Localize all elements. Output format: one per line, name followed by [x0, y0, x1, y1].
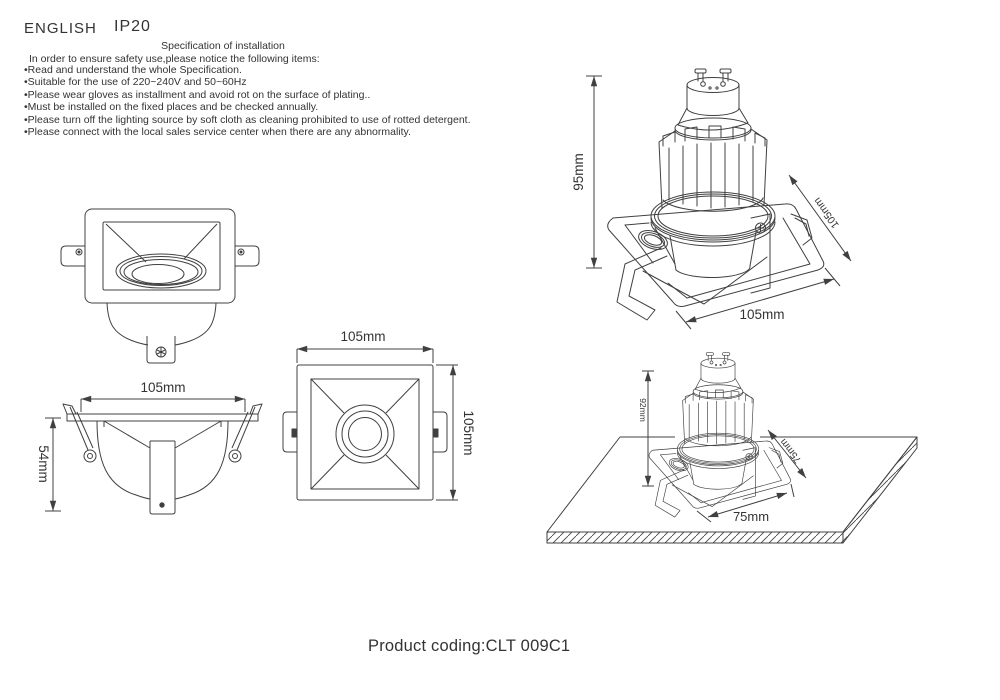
instruction-item: •Read and understand the whole Specifica…: [24, 64, 242, 76]
dimension-side-height: 54mm: [36, 445, 51, 483]
instruction-item: •Suitable for the use of 220~240V and 50…: [24, 76, 247, 89]
drawing-front-view: [60, 208, 260, 364]
instruction-item: •Please turn off the lighting source by …: [24, 113, 471, 126]
dimension-mounted-width: 75mm: [733, 509, 769, 524]
dimension-iso-height: 95mm: [571, 153, 586, 191]
product-coding: Product coding:CLT 009C1: [368, 637, 571, 655]
dimension-mounted-height: 92mm: [638, 398, 648, 422]
header-language: ENGLISH: [24, 20, 97, 37]
drawing-mounted-view: 92mm 75mm 75mm: [546, 352, 918, 544]
instruction-item: •Must be installed on the fixed places a…: [24, 101, 319, 114]
instruction-item: •Please wear gloves as installment and a…: [24, 88, 371, 101]
spec-intro: In order to ensure safety use,please not…: [29, 53, 320, 65]
instruction-list: •Read and understand the whole Specifica…: [24, 64, 471, 138]
spec-title: Specification of installation: [161, 40, 285, 52]
dimension-iso-width: 105mm: [739, 307, 784, 322]
dimension-top-width: 105mm: [340, 329, 385, 344]
drawing-top-view: 105mm 105mm: [282, 329, 476, 501]
dimension-side-width: 105mm: [140, 380, 185, 395]
drawing-side-view: 105mm 54mm: [36, 380, 263, 515]
dimension-top-height: 105mm: [461, 410, 476, 455]
instruction-item: •Please connect with the local sales ser…: [24, 126, 411, 139]
drawing-iso-view: 95mm 105mm 105mm: [571, 68, 852, 330]
header-ip-rating: IP20: [114, 18, 151, 35]
